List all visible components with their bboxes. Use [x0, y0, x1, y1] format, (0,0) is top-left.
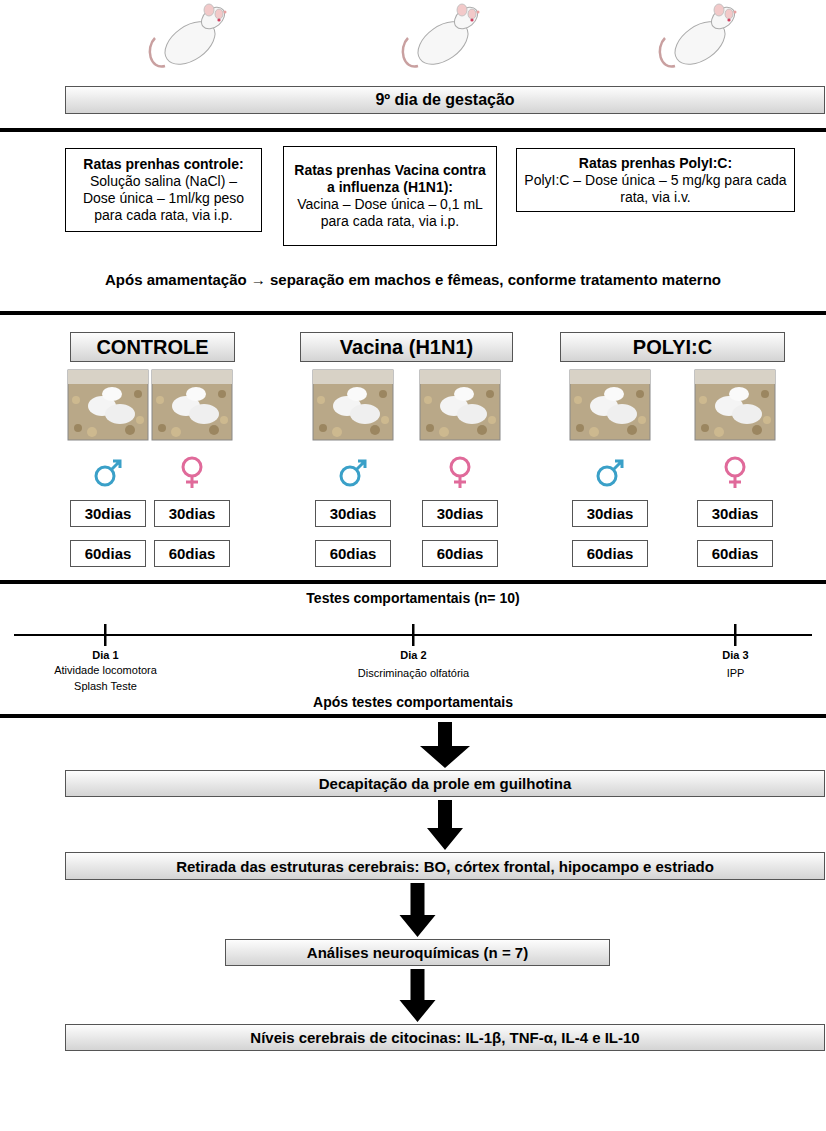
block-arrow	[427, 800, 463, 850]
timeline-day: Dia 2	[363, 649, 464, 661]
timepoint-band: 9º dia de gestação	[65, 86, 825, 114]
timeline-day: Dia 3	[685, 649, 786, 661]
timeline-tick	[104, 624, 107, 646]
cage-photo	[68, 370, 148, 440]
box-text: 9º dia de gestação	[375, 91, 514, 109]
box-text: Análises neuroquímicas (n = 7)	[307, 944, 528, 961]
rat-figure	[403, 3, 482, 73]
timeline-tick	[734, 624, 737, 646]
cage-photo	[570, 370, 650, 440]
box-text: 60dias	[712, 545, 759, 562]
rat-figure	[660, 3, 739, 73]
female-symbol	[183, 458, 201, 488]
treatment-box: Ratas prenhas PolyI:C:PolyI:C – Dose úni…	[516, 148, 795, 212]
female-symbol	[726, 458, 744, 488]
treatment-box: Ratas prenhas Vacina contra a influenza …	[283, 146, 497, 246]
group-header: Vacina (H1N1)	[300, 332, 513, 362]
box-text: Vacina (H1N1)	[340, 336, 473, 359]
box-text: PolyI:C – Dose única – 5 mg/kg para cada…	[523, 172, 788, 206]
age-box: 60dias	[697, 540, 773, 567]
cage-photo	[152, 370, 232, 440]
age-box: 30dias	[154, 500, 230, 527]
timeline-tick	[412, 624, 415, 646]
age-box: 30dias	[422, 500, 498, 527]
box-text: POLYI:C	[633, 336, 712, 359]
box-heading: Ratas prenhas PolyI:C:	[579, 155, 732, 172]
group-header: POLYI:C	[560, 332, 785, 362]
box-text: Decapitação da prole em guilhotina	[319, 775, 572, 792]
box-text: 30dias	[712, 505, 759, 522]
block-arrow	[420, 722, 470, 768]
box-text: 30dias	[85, 505, 132, 522]
process-box: Retirada das estruturas cerebrais: BO, c…	[65, 852, 825, 880]
age-box: 60dias	[422, 540, 498, 567]
female-symbol	[451, 458, 469, 488]
test-name: Splash Teste	[5, 680, 206, 692]
box-text: Níveis cerebrais de citocinas: IL-1β, TN…	[250, 1029, 639, 1046]
test-name: Discriminação olfatória	[313, 667, 514, 679]
process-box: Decapitação da prole em guilhotina	[65, 770, 825, 797]
male-symbol	[341, 461, 365, 485]
divider-line	[0, 580, 826, 584]
block-arrow	[400, 883, 436, 937]
section-note: Testes comportamentais (n= 10)	[0, 590, 826, 606]
divider-line	[0, 128, 826, 132]
box-heading: Ratas prenhas controle:	[83, 156, 243, 173]
box-heading: Ratas prenhas Vacina contra a influenza …	[290, 162, 490, 196]
box-text: 60dias	[437, 545, 484, 562]
box-text: Retirada das estruturas cerebrais: BO, c…	[176, 858, 714, 875]
box-text: 60dias	[169, 545, 216, 562]
divider-line	[0, 311, 826, 315]
box-text: 60dias	[330, 545, 377, 562]
age-box: 30dias	[697, 500, 773, 527]
test-name: Atividade locomotora	[5, 664, 206, 676]
box-text: 60dias	[85, 545, 132, 562]
group-header: CONTROLE	[70, 332, 235, 362]
section-note: Após amamentação → separação em machos e…	[0, 271, 826, 288]
cage-photo	[695, 370, 775, 440]
box-text: 60dias	[587, 545, 634, 562]
age-box: 60dias	[154, 540, 230, 567]
age-box: 60dias	[315, 540, 391, 567]
male-symbol	[598, 461, 622, 485]
male-symbol	[96, 461, 120, 485]
treatment-box: Ratas prenhas controle:Solução salina (N…	[65, 148, 262, 232]
box-text: Vacina – Dose única – 0,1 mL para cada r…	[290, 196, 490, 230]
box-text: Solução salina (NaCl) – Dose única – 1ml…	[72, 173, 255, 224]
process-box: Níveis cerebrais de citocinas: IL-1β, TN…	[65, 1024, 825, 1051]
block-arrow	[400, 969, 436, 1022]
age-box: 30dias	[315, 500, 391, 527]
box-text: CONTROLE	[96, 336, 208, 359]
test-name: IPP	[685, 667, 786, 679]
age-box: 60dias	[70, 540, 146, 567]
cage-photo	[313, 370, 393, 440]
box-text: 30dias	[587, 505, 634, 522]
box-text: 30dias	[169, 505, 216, 522]
box-text: 30dias	[437, 505, 484, 522]
section-note: Após testes comportamentais	[0, 694, 826, 710]
timeline-day: Dia 1	[55, 649, 156, 661]
age-box: 30dias	[70, 500, 146, 527]
process-box: Análises neuroquímicas (n = 7)	[225, 939, 610, 966]
box-text: 30dias	[330, 505, 377, 522]
divider-line	[0, 714, 826, 718]
age-box: 30dias	[572, 500, 648, 527]
age-box: 60dias	[572, 540, 648, 567]
rat-figure	[150, 3, 229, 73]
cage-photo	[420, 370, 500, 440]
